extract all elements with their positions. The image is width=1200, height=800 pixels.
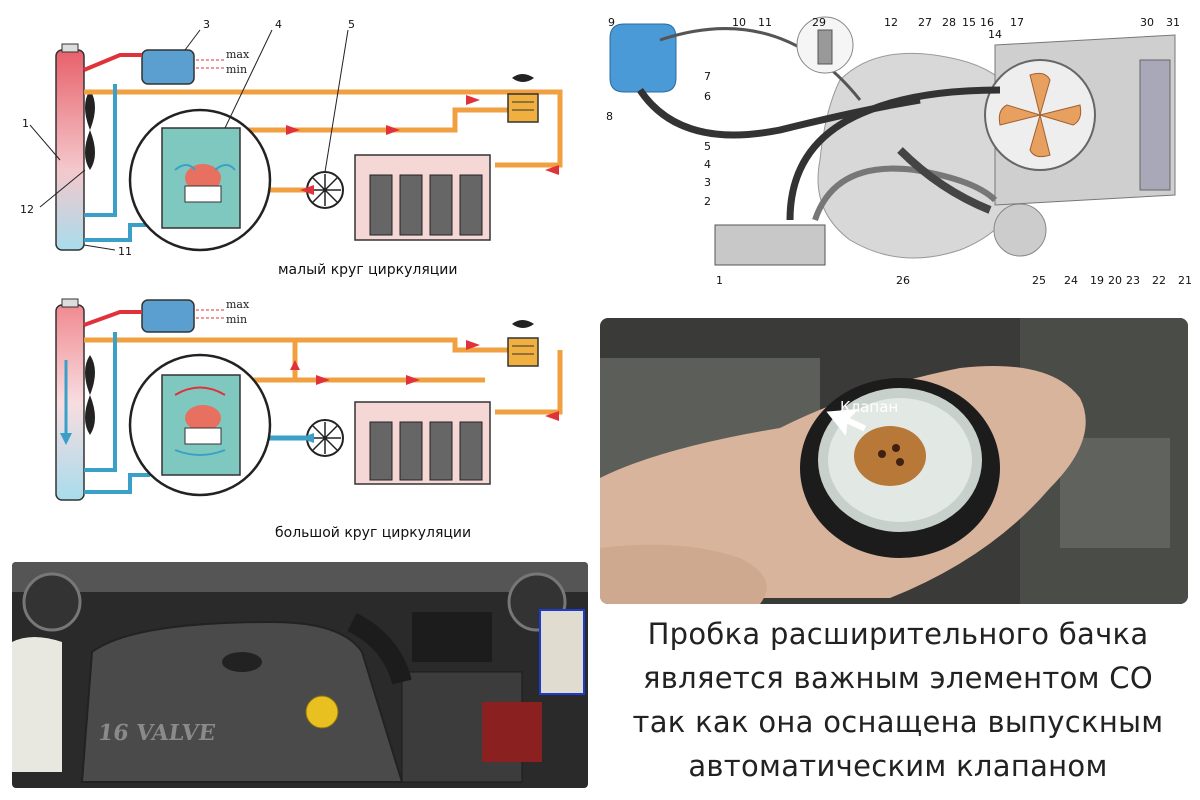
layout-callout-9: 9 <box>608 16 615 29</box>
min-label-1: min <box>226 63 247 76</box>
small-circle-scheme: 1 3 4 5 12 11 max min малый круг циркуля… <box>20 18 563 278</box>
layout-callout-12: 12 <box>884 16 898 29</box>
layout-callout-24: 24 <box>1064 274 1078 287</box>
heater-core <box>507 93 539 123</box>
layout-callout-30: 30 <box>1140 16 1154 29</box>
layout-callout-23: 23 <box>1126 274 1140 287</box>
max-label-2: max <box>226 298 250 311</box>
callout-1: 1 <box>22 117 29 130</box>
layout-callout-22: 22 <box>1152 274 1166 287</box>
layout-callout-26: 26 <box>896 274 910 287</box>
layout-callout-4: 4 <box>704 158 711 171</box>
expansion-tank-2 <box>141 299 195 333</box>
max-label-1: max <box>226 48 250 61</box>
large-circle-scheme: max min большой круг циркуляции <box>55 298 563 541</box>
cap-photo-svg: Клапан <box>600 318 1188 604</box>
valve-label: Клапан <box>840 398 898 416</box>
radiator-1 <box>55 49 85 251</box>
callout-3: 3 <box>203 18 210 31</box>
engine-bay-photo: 16 VALVE <box>12 562 588 788</box>
layout-callout-25: 25 <box>1032 274 1046 287</box>
layout-callout-3: 3 <box>704 176 711 189</box>
layout-callout-27: 27 <box>918 16 932 29</box>
reservoir <box>609 23 677 93</box>
layout-callout-29: 29 <box>812 16 826 29</box>
fan-icon <box>85 90 95 170</box>
layout-callout-7: 7 <box>704 70 711 83</box>
layout-callout-28: 28 <box>942 16 956 29</box>
cap-photo: Клапан <box>600 318 1188 604</box>
layout-callout-1: 1 <box>716 274 723 287</box>
caption-text: Пробка расширительного бачка является ва… <box>596 612 1200 792</box>
highlighted-reservoir <box>539 609 585 695</box>
radiator-2 <box>55 304 85 501</box>
layout-callout-10: 10 <box>732 16 746 29</box>
fan-icon-2 <box>85 355 95 435</box>
cover-text: 16 VALVE <box>96 720 217 746</box>
layout-callout-17: 17 <box>1010 16 1024 29</box>
layout-callout-8: 8 <box>606 110 613 123</box>
caption-line-4: автоматическим клапаном <box>688 749 1108 783</box>
callout-12: 12 <box>20 203 34 216</box>
layout-callout-14: 14 <box>988 28 1002 41</box>
caption-line-1: Пробка расширительного бачка <box>647 617 1149 651</box>
large-circle-caption: большой круг циркуляции <box>275 525 471 541</box>
schemes-svg: 1 3 4 5 12 11 max min малый круг циркуля… <box>20 18 563 541</box>
tank-left <box>12 637 62 772</box>
callout-4: 4 <box>275 18 282 31</box>
layout-callout-21: 21 <box>1178 274 1192 287</box>
layout-callout-6: 6 <box>704 90 711 103</box>
caption-line-3: так как она оснащена выпускным <box>632 705 1164 739</box>
layout-callout-20: 20 <box>1108 274 1122 287</box>
oil-cap <box>305 695 339 729</box>
min-label-2: min <box>226 313 247 326</box>
heater <box>714 224 826 266</box>
layout-callout-16: 16 <box>980 16 994 29</box>
circulation-schemes: 1 3 4 5 12 11 max min малый круг циркуля… <box>0 0 600 560</box>
layout-callout-2: 2 <box>704 195 711 208</box>
caption-line-2: является важным элементом СО <box>643 661 1153 695</box>
small-circle-caption: малый круг циркуляции <box>278 262 457 278</box>
engine-cover <box>80 620 404 783</box>
layout-callout-15: 15 <box>962 16 976 29</box>
layout-callout-19: 19 <box>1090 274 1104 287</box>
fan-blades-icon <box>998 72 1082 158</box>
layout-callout-31: 31 <box>1166 16 1180 29</box>
callout-11: 11 <box>118 245 132 258</box>
expansion-tank <box>141 49 195 85</box>
layout-callout-11: 11 <box>758 16 772 29</box>
layout-callout-5: 5 <box>704 140 711 153</box>
arrow-icon <box>826 408 867 437</box>
bay-photo-svg: 16 VALVE <box>12 562 588 788</box>
valve <box>854 426 926 486</box>
callout-5: 5 <box>348 18 355 31</box>
